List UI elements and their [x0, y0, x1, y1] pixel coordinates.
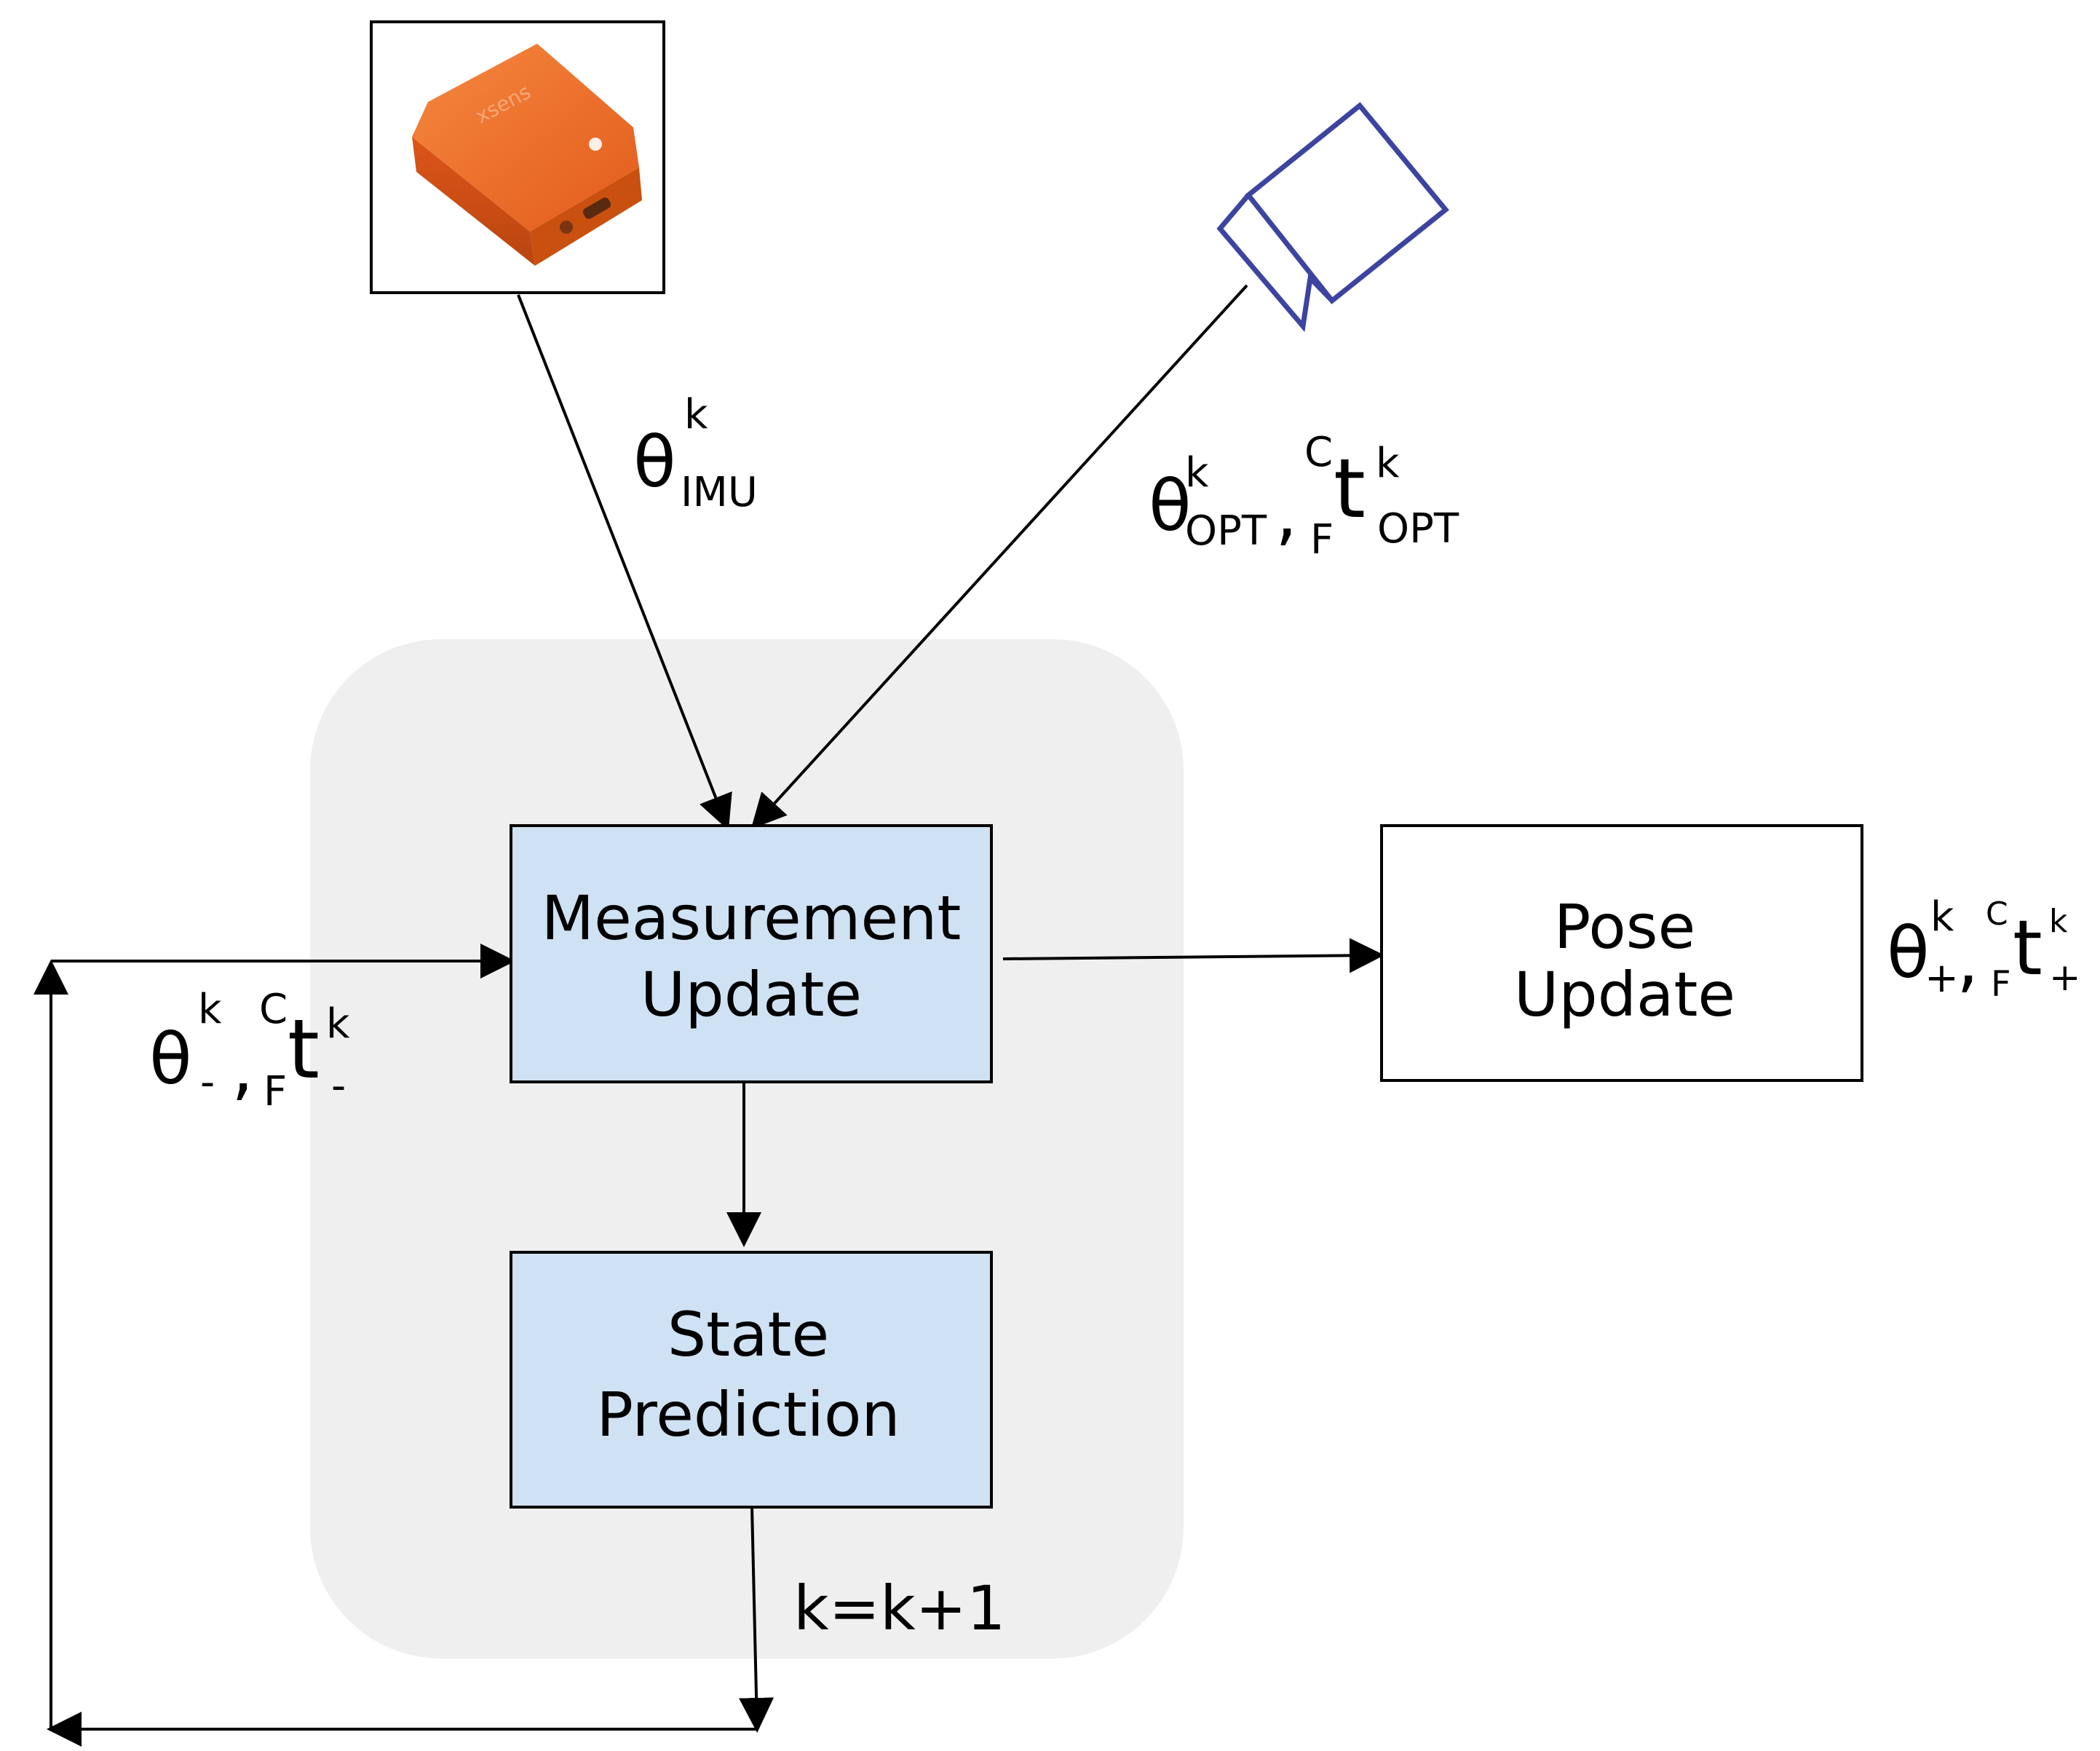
opt-theta: θ [1149, 465, 1192, 547]
arrow-measurement-to-pose [1002, 938, 1384, 973]
post-presup: C [1986, 896, 2008, 933]
opt-sub2: OPT [1377, 505, 1459, 553]
imu-image: xsens [370, 20, 665, 294]
opt-sup2: k [1376, 440, 1400, 487]
opt-sup1: k [1185, 449, 1209, 497]
opt-t: t [1334, 442, 1366, 537]
camera-icon [1216, 102, 1449, 333]
prior-sub2: - [331, 1062, 346, 1110]
prior-comma: , [231, 1027, 254, 1109]
optical-measurement-label: θ k OPT , C F t k OPT [1149, 429, 1459, 564]
prior-state-label: θ k - , C F t k - [149, 986, 350, 1115]
post-t: t [2013, 904, 2042, 992]
arrow-prediction-down [739, 1506, 774, 1733]
opt-comma: , [1275, 473, 1298, 554]
arrow-camera-to-measurement [750, 284, 1248, 829]
post-sub2: + [2049, 956, 2081, 1000]
state-prediction-label-line1: State [667, 1299, 829, 1370]
state-prediction-block: State Prediction [510, 1251, 993, 1509]
prior-t: t [288, 1003, 320, 1097]
post-sub1: + [1925, 954, 1959, 1002]
post-sup2: k [2049, 903, 2068, 940]
opt-sub1: OPT [1185, 507, 1267, 555]
post-theta: θ [1887, 912, 1930, 994]
measurement-update-label-line1: Measurement [542, 882, 962, 954]
post-presub: F [1991, 964, 2011, 1005]
opt-presup: C [1304, 429, 1333, 476]
increment-label: k=k+1 [793, 1573, 1006, 1644]
imu-theta: θ [633, 422, 676, 503]
pose-update-label-line2: Update [1514, 959, 1735, 1030]
prior-sup1: k [198, 986, 222, 1033]
imu-sup: k [684, 391, 708, 438]
imu-measurement-label: θ k IMU [633, 391, 758, 516]
post-sup1: k [1930, 893, 1954, 941]
prior-theta: θ [149, 1019, 192, 1100]
arrow-imu-to-measurement [517, 294, 732, 831]
opt-presub: F [1310, 516, 1334, 564]
prior-presup: C [259, 986, 288, 1033]
measurement-update-block: Measurement Update [510, 824, 993, 1083]
state-prediction-label-line2: Prediction [596, 1379, 900, 1450]
posterior-state-label: θ k + , C F t k + [1887, 893, 2081, 1005]
prior-sup2: k [326, 1000, 350, 1048]
post-comma: , [1957, 920, 1979, 1001]
prior-sub1: - [200, 1059, 215, 1106]
imu-sub: IMU [681, 469, 758, 516]
pose-update-block: Pose Update [1380, 824, 1863, 1082]
prior-presub: F [264, 1068, 287, 1115]
measurement-update-label-line2: Update [641, 959, 862, 1030]
pose-update-label-line1: Pose [1554, 891, 1696, 963]
